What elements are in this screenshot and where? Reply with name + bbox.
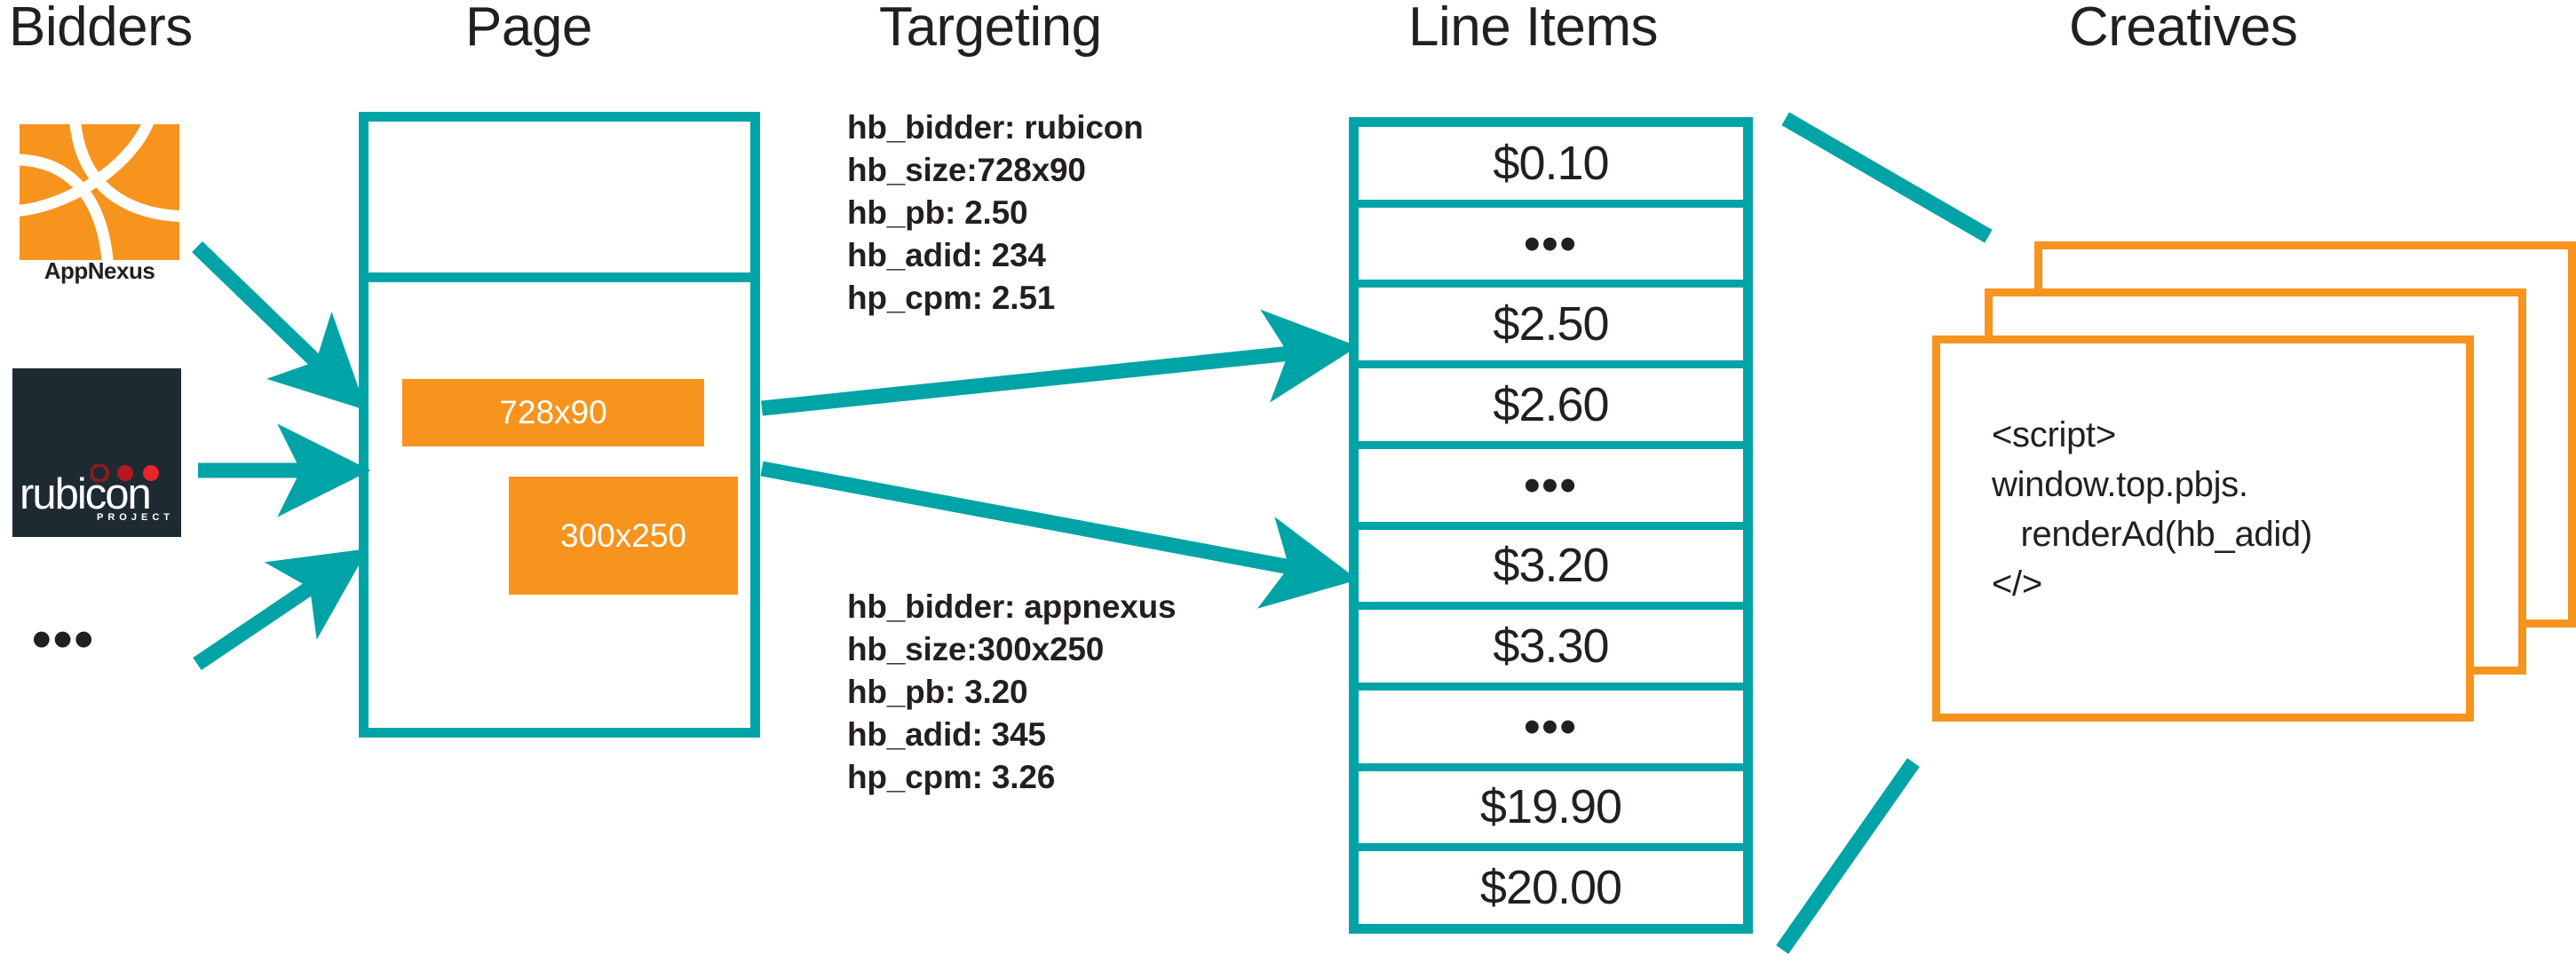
- page-frame: 728x90 300x250: [359, 112, 760, 738]
- rubicon-dots-icon: [91, 464, 159, 482]
- ad-slot-300x250[interactable]: 300x250: [509, 477, 738, 595]
- line-item-row: •••: [1359, 448, 1743, 530]
- targeting-line: hb_bidder: rubicon: [847, 109, 1144, 146]
- targeting-line: hb_pb: 2.50: [847, 194, 1028, 231]
- targeting-line: hb_bidder: appnexus: [847, 588, 1177, 625]
- targeting-line: hb_size:728x90: [847, 152, 1086, 188]
- line-item-row[interactable]: $2.60: [1359, 368, 1743, 449]
- appnexus-wordmark: AppNexus: [44, 257, 155, 284]
- targeting-line: hb_adid: 234: [847, 237, 1046, 273]
- arrow-slot728-to-lineitem-250: [761, 309, 1359, 416]
- creative-card-front[interactable]: <script> window.top.pbjs. renderAd(hb_ad…: [1932, 335, 2474, 722]
- column-heading-creatives: Creatives: [2069, 0, 2298, 58]
- targeting-line: hp_cpm: 2.51: [847, 280, 1056, 316]
- appnexus-icon: [20, 124, 179, 260]
- targeting-line: hb_pb: 3.20: [847, 674, 1028, 710]
- targeting-line: hb_size:300x250: [847, 631, 1105, 667]
- bidders-more-ellipsis: •••: [32, 609, 96, 670]
- line-item-row[interactable]: $3.20: [1359, 529, 1743, 611]
- line-item-row: •••: [1359, 207, 1743, 288]
- line-item-row[interactable]: $20.00: [1359, 851, 1743, 925]
- ad-slot-728x90[interactable]: 728x90: [402, 379, 704, 446]
- arrow-more-bidders-to-page: [193, 549, 369, 671]
- line-item-row[interactable]: $3.30: [1359, 610, 1743, 691]
- page-header-divider: [369, 272, 750, 282]
- targeting-line: hb_adid: 345: [847, 716, 1046, 753]
- bidder-logo-rubicon: rubicon PROJECT: [12, 368, 181, 537]
- creative-code-snippet: <script> window.top.pbjs. renderAd(hb_ad…: [1992, 415, 2312, 604]
- column-heading-line-items: Line Items: [1408, 0, 1659, 58]
- connector-lineitems-to-creatives-top: [1781, 112, 1993, 243]
- targeting-block-appnexus: hb_bidder: appnexus hb_size:300x250 hb_p…: [847, 586, 1177, 799]
- bidder-logo-appnexus: AppNexus: [20, 124, 179, 284]
- column-heading-page: Page: [465, 0, 592, 58]
- targeting-line: hp_cpm: 3.26: [847, 759, 1056, 795]
- targeting-block-rubicon: hb_bidder: rubicon hb_size:728x90 hb_pb:…: [847, 107, 1144, 320]
- rubicon-subwordmark: PROJECT: [97, 512, 174, 523]
- rubicon-wordmark: rubicon: [20, 470, 152, 518]
- arrow-slot300-to-lineitem-320: [760, 461, 1359, 609]
- arrow-appnexus-to-page: [192, 241, 367, 411]
- column-heading-targeting: Targeting: [879, 0, 1102, 58]
- line-items-list: $0.10 ••• $2.50 $2.60 ••• $3.20 $3.30 ••…: [1349, 117, 1753, 934]
- column-heading-bidders: Bidders: [9, 0, 193, 58]
- connector-lineitems-to-creatives-bottom: [1776, 758, 1920, 954]
- line-item-row: •••: [1359, 690, 1743, 771]
- line-item-row[interactable]: $19.90: [1359, 770, 1743, 852]
- line-item-row[interactable]: $0.10: [1359, 127, 1743, 208]
- line-item-row[interactable]: $2.50: [1359, 288, 1743, 369]
